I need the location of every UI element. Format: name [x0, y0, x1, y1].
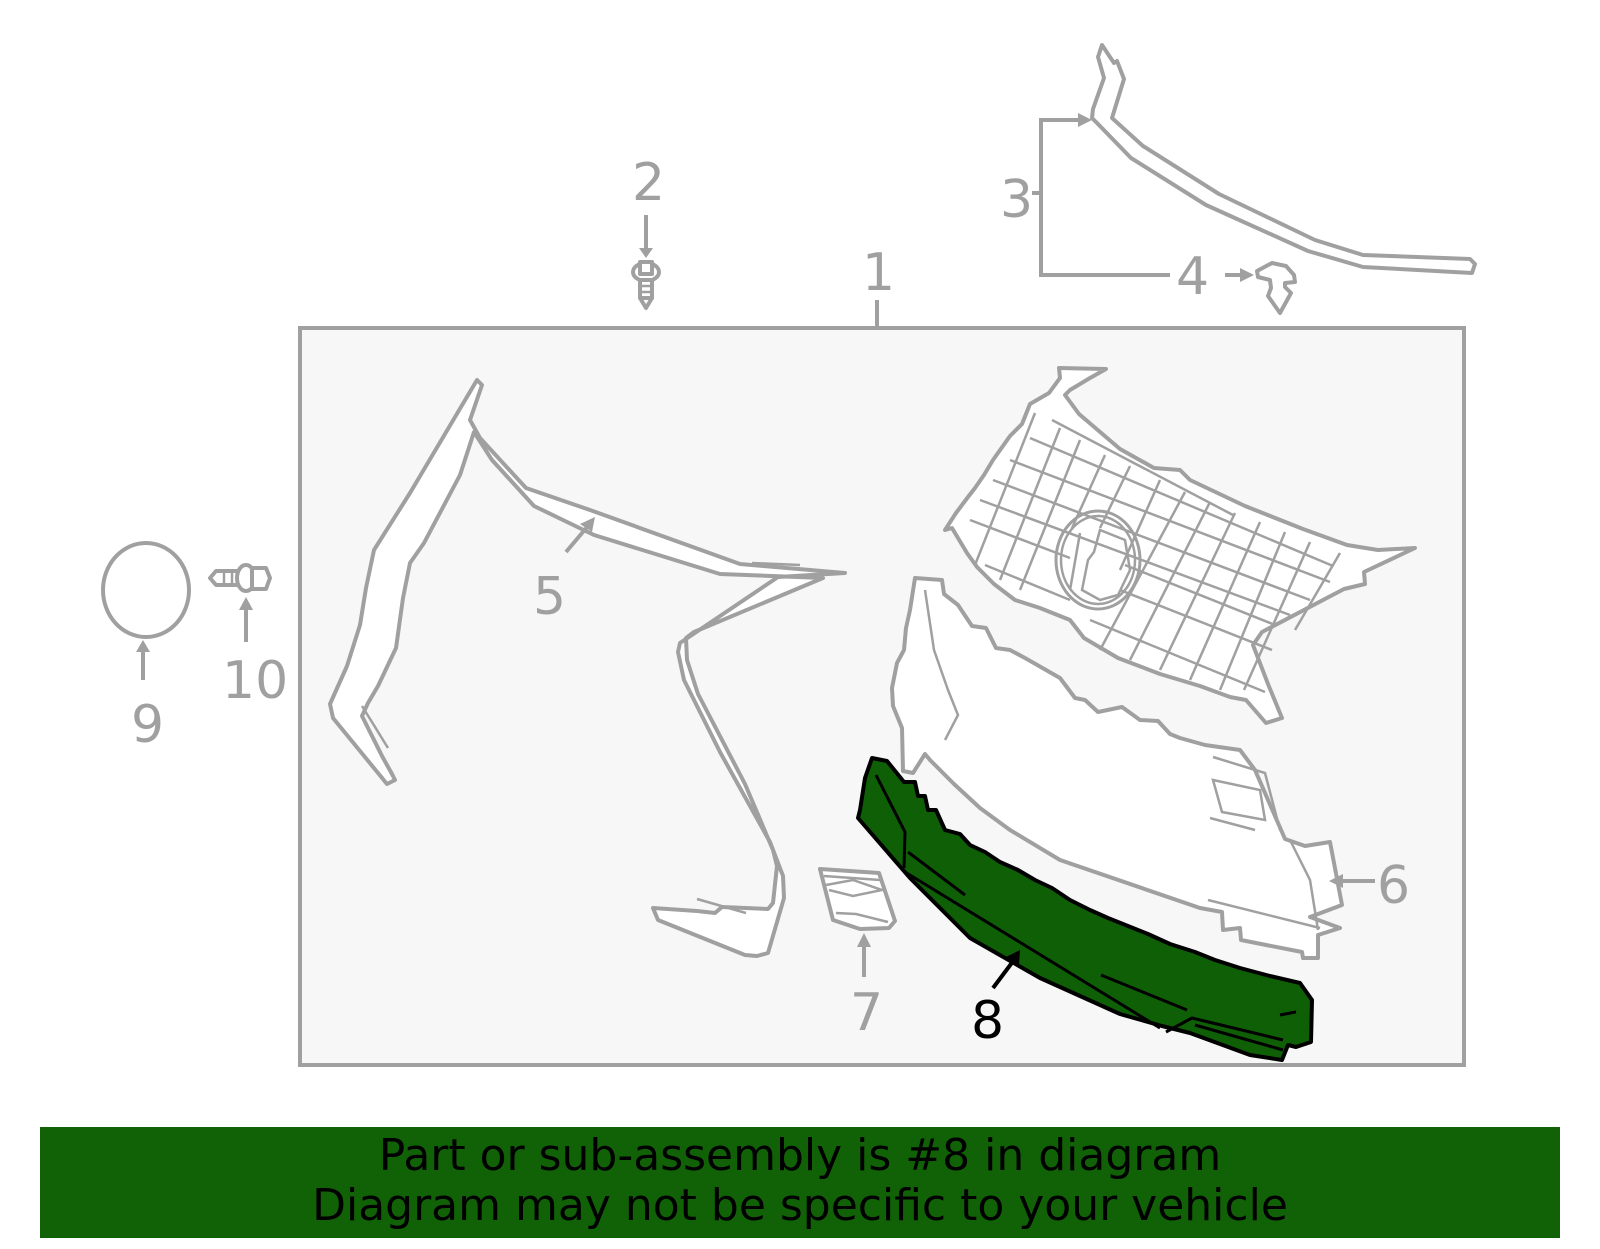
grille-frame-molding-part[interactable]: [328, 378, 847, 958]
seal-ring-icon[interactable]: [101, 541, 191, 639]
screw-icon[interactable]: [631, 215, 661, 310]
clip-icon[interactable]: [1255, 261, 1297, 315]
callout-6[interactable]: 6: [1377, 856, 1410, 916]
callout-3-bracket: [1039, 118, 1170, 277]
banner-line-2: Diagram may not be specific to your vehi…: [312, 1180, 1288, 1231]
callout-9[interactable]: 9: [131, 695, 164, 755]
banner-line-1: Part or sub-assembly is #8 in diagram: [378, 1130, 1222, 1181]
callout-4[interactable]: 4: [1176, 247, 1209, 307]
callout-8[interactable]: 8: [971, 991, 1004, 1051]
callout-1[interactable]: 1: [862, 243, 895, 303]
callout-7[interactable]: 7: [850, 983, 883, 1043]
assembly-box: [298, 326, 1466, 1067]
upper-molding-part[interactable]: [1090, 43, 1477, 275]
grille-base-part[interactable]: [890, 576, 1344, 960]
callout-8-leader: [991, 958, 1016, 990]
emblem-bracket-part[interactable]: [818, 867, 897, 931]
callout-2[interactable]: 2: [632, 153, 665, 213]
callout-5[interactable]: 5: [533, 567, 566, 627]
part-notice-banner: Part or sub-assembly is #8 in diagram Di…: [40, 1127, 1560, 1238]
bolt-icon[interactable]: [208, 563, 272, 593]
callout-3[interactable]: 3: [1000, 170, 1033, 230]
callout-10[interactable]: 10: [222, 651, 288, 711]
lower-molding-part-highlighted[interactable]: [856, 756, 1314, 1062]
grille-mesh-part[interactable]: [943, 366, 1417, 725]
